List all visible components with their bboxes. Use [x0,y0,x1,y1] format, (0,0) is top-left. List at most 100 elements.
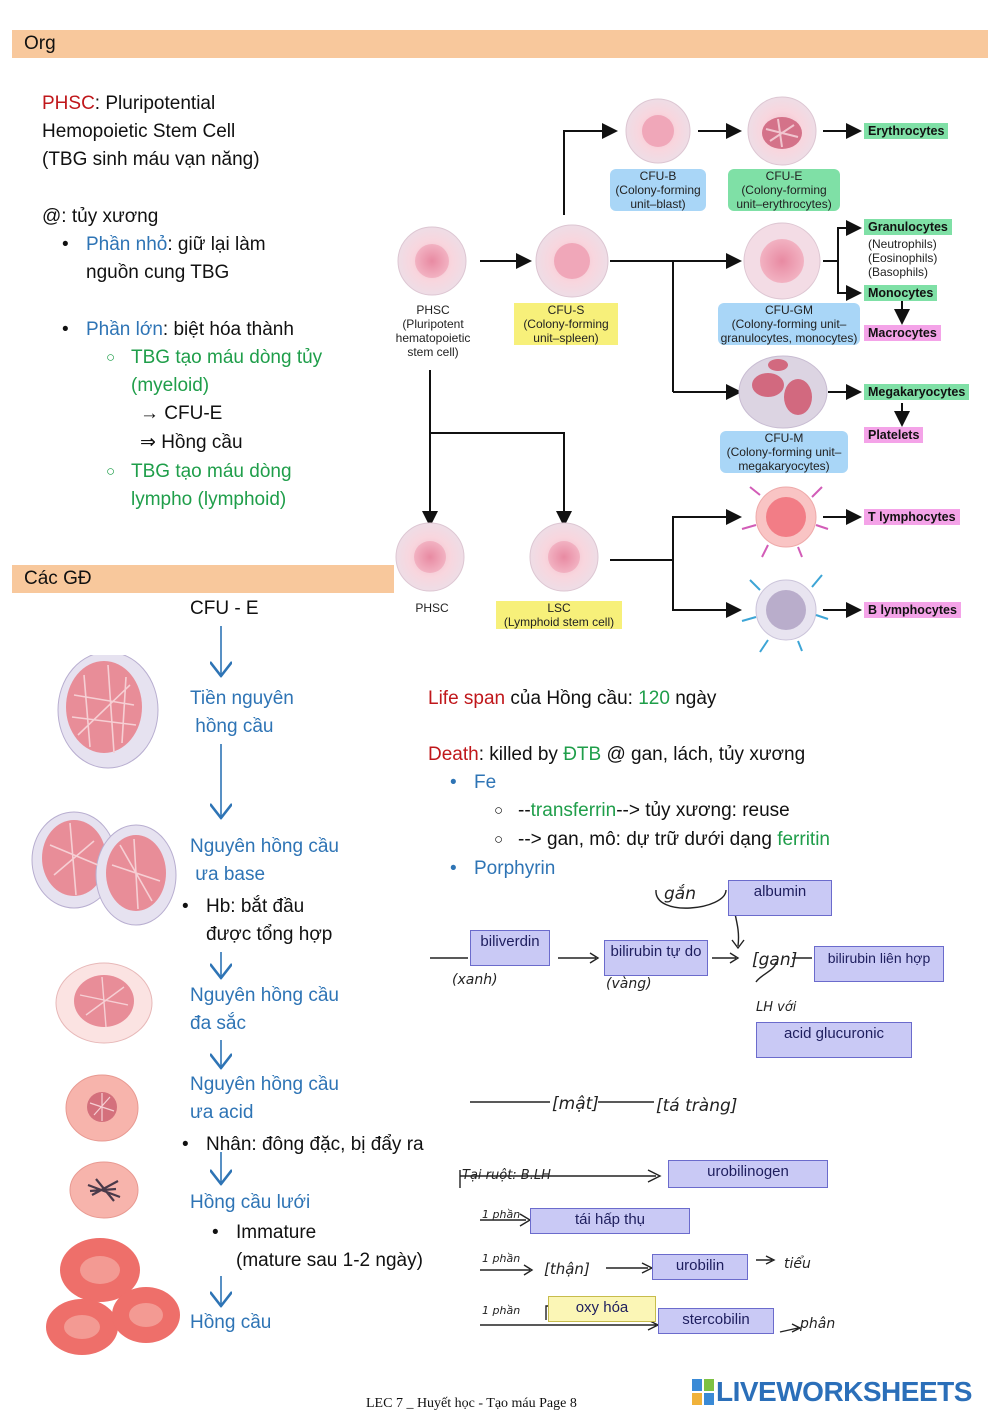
oxidation-box: oxy hóa [548,1296,656,1322]
fe1-pre: -- [518,800,531,821]
cfu-b-desc2: unit–blast) [630,197,686,211]
circle-bullet: ○ [106,349,116,366]
myeloid-item: TBG tạo máu dòng tủy (myeloid) [131,344,322,400]
cfu-e-label: CFU-E (Colony-forming unit–erythrocytes) [728,169,840,211]
mature-erythrocyte-cells [46,1238,180,1355]
cell-phsc-top [397,226,467,296]
cell-cfu-b [625,98,691,164]
phsc-top-desc2: hematopoietic [395,331,471,345]
circle-bullet: ○ [106,463,116,480]
large-part-item: Phần lớn: biệt hóa thành [86,316,294,344]
cfu-gm-desc2: granulocytes, monocytes) [720,331,858,345]
liveworksheets-logo-icon [692,1379,714,1405]
stage-3: Nguyên hồng cầu đa sắc [190,982,339,1038]
cfu-s-desc1: (Colony-forming [523,317,609,331]
bullet-dot: • [450,772,457,793]
basophils-label: (Basophils) [868,265,929,279]
phsc-definition: PHSC: Pluripotential Hemopoietic Stem Ce… [42,90,260,174]
cell-cfu-s [535,224,609,298]
bullet-dot: • [182,896,189,917]
stage-5-note1: Immature [236,1222,317,1243]
stage-5-note: Immature (mature sau 1-2 ngày) [236,1219,423,1275]
acid-glucuronic-box: acid glucuronic [756,1022,912,1058]
stages-header: Các GĐ [12,565,394,593]
lifespan-note: Life span của Hồng cầu: 120 ngày [428,685,716,713]
part-note-1: 1 phần [482,1208,521,1221]
conjugated-with-note: LH với [756,1000,797,1015]
cfu-b-desc1: (Colony-forming [615,183,701,197]
cell-cfu-e [747,96,817,166]
large-part-text: : biệt hóa thành [162,319,294,340]
eosinophils-label: (Eosinophils) [868,251,938,265]
porphyrin-item: Porphyrin [474,858,556,879]
cfu-gm-desc1: (Colony-forming unit– [731,317,847,331]
duodenum-note: [tá tràng] [656,1096,738,1116]
myeloid-line2: (myeloid) [131,375,210,396]
reticulocyte-cell [69,1161,139,1219]
erythrocytes-label: Erythrocytes [864,123,949,139]
stage-arrows [205,626,245,1350]
stage-3-line2: đa sắc [190,1013,246,1034]
phsc-top-name: PHSC [416,303,450,317]
b-lymph-label: B lymphocytes [864,602,961,618]
fe-sub1: --transferrin--> tủy xương: reuse [518,797,790,825]
small-part-item: Phần nhỏ: giữ lại làm nguồn cung TBG [86,231,266,287]
circle-bullet: ○ [494,802,504,819]
small-part-text2: nguồn cung TBG [86,262,230,283]
stage-cell-illustrations [31,655,180,1355]
stage-2: Nguyên hồng cầu ưa base [190,833,339,889]
cfu-m-name: CFU-M [764,431,804,445]
cfu-gm-label: CFU-GM (Colony-forming unit– granulocyte… [718,303,860,345]
stage-5: Hồng cầu lưới [190,1192,311,1213]
part-note-3: 1 phần [482,1304,521,1317]
kidney-note: [thận] [544,1260,590,1278]
cell-lsc [529,522,599,592]
platelets-label: Platelets [864,427,924,443]
cell-t-lymph [741,486,829,558]
stage-3-line1: Nguyên hồng cầu [190,985,339,1006]
cfu-s-desc2: unit–spleen) [533,331,599,345]
stage-2-line1: Nguyên hồng cầu [190,836,339,857]
bullet-dot: • [62,319,69,340]
cfu-m-desc1: (Colony-forming unit– [726,445,842,459]
intestine-note: Tại ruột: B.LH [462,1168,551,1183]
cfu-gm-name: CFU-GM [765,303,813,317]
marrow-note: @: tủy xương [42,206,159,227]
t-lymph-label: T lymphocytes [864,509,960,525]
cfu-b-name: CFU-B [639,169,677,183]
granulocyte-types: (Neutrophils) (Eosinophils) (Basophils) [868,237,958,279]
stage-2-line2: ưa base [190,864,266,885]
feces-note: phân [800,1316,836,1332]
lifespan-days: 120 [638,688,670,709]
cfu-s-label: CFU-S (Colony-forming unit–spleen) [514,303,618,345]
death-note: Death: killed by ĐTB @ gan, lách, tủy xư… [428,741,805,769]
liveworksheets-logo: LIVEWORKSHEETS [692,1376,972,1408]
fe-sub2: --> gan, mô: dự trữ dưới dạng ferritin [518,826,830,854]
circle-bullet: ○ [494,831,504,848]
liver-note: [gan] [752,950,798,970]
fe-item: Fe [474,772,497,793]
polychromatic-erythroblast-cell [55,962,153,1044]
death-term: Death [428,744,479,765]
bullet-dot: • [62,234,69,255]
fe2-pre: --> gan, mô: dự trữ dưới dạng [518,829,778,850]
hematopoiesis-diagram: PHSC (Pluripotent hematopoietic stem cel… [368,85,988,660]
org-header: Org [12,30,988,58]
neutrophils-label: (Neutrophils) [868,237,937,251]
basophilic-erythroblast-cells [31,811,177,926]
phsc-top-desc3: stem cell) [407,345,459,359]
proerythroblast-cell [57,655,159,769]
phsc-term: PHSC [42,93,95,114]
orthochromatic-erythroblast-cell [65,1074,139,1142]
bilirubin-free-color-note: (vàng) [606,976,652,992]
myeloid-arrow2: ⇒ Hồng cầu [140,432,243,453]
stage-4-line2: ưa acid [190,1102,254,1123]
granulocytes-label: Granulocytes [864,219,952,235]
biliverdin-color-note: (xanh) [452,972,498,988]
megakaryocytes-label: Megakaryocytes [864,384,970,400]
phsc-bottom-label: PHSC [415,601,449,615]
bullet-dot: • [182,1134,189,1155]
diagram-arrows [395,96,910,653]
phsc-line1: : Pluripotential [94,93,216,114]
cell-cfu-m [738,355,828,429]
